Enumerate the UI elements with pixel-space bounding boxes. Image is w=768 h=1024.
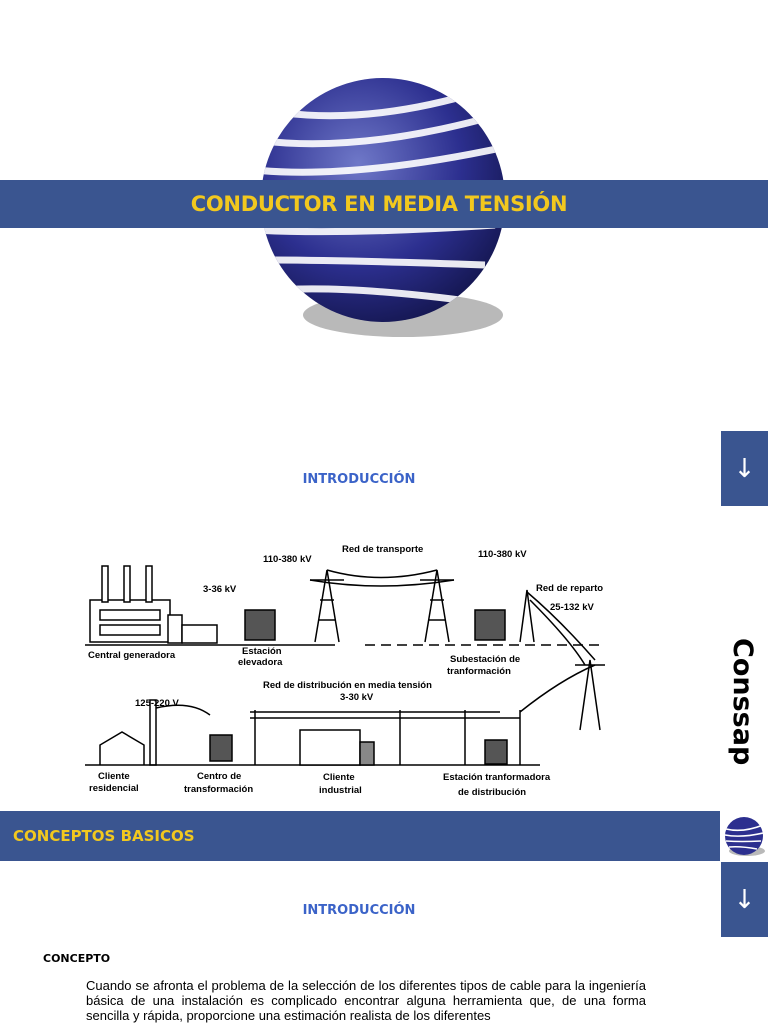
diagram-label: Red de transporte xyxy=(342,544,423,555)
diagram-label: 3-36 kV xyxy=(203,584,237,595)
section-heading-intro: INTRODUCCIÓN xyxy=(302,472,416,487)
diagram-label: Estación xyxy=(242,646,282,657)
body-paragraph: Cuando se afronta el problema de la sele… xyxy=(86,978,646,1023)
sphere-logo-small-icon xyxy=(721,811,768,861)
concept-label: CONCEPTO xyxy=(43,952,111,965)
brand-name: Conssap xyxy=(727,638,758,765)
diagram-label: 110-380 kV xyxy=(263,554,312,565)
concepts-title: CONCEPTOS BASICOS xyxy=(13,827,195,845)
arrow-down-icon: ↓ xyxy=(733,453,756,484)
diagram-label: elevadora xyxy=(238,657,283,668)
diagram-label: de distribución xyxy=(458,787,526,798)
diagram-label: transformación xyxy=(184,784,253,795)
diagram-label: 125-220 V xyxy=(135,698,180,709)
diagram-label: residencial xyxy=(89,783,139,794)
diagram-label: Cliente xyxy=(98,771,130,782)
scroll-down-button[interactable]: ↓ xyxy=(721,431,768,506)
diagram-label: 3-30 kV xyxy=(340,692,374,703)
brand-logo-vertical: Conssap xyxy=(727,638,758,765)
concepts-band: CONCEPTOS BASICOS xyxy=(0,811,720,861)
diagram-label: industrial xyxy=(319,785,362,796)
page-title: CONDUCTOR EN MEDIA TENSIÓN xyxy=(190,192,568,216)
diagram-label: Red de reparto xyxy=(536,583,603,594)
power-distribution-diagram: Red de transporte 110-380 kV 110-380 kV … xyxy=(85,544,605,798)
title-band: CONDUCTOR EN MEDIA TENSIÓN xyxy=(0,180,768,228)
diagram-label: 25-132 kV xyxy=(550,602,595,613)
diagram-label: Estación tranformadora xyxy=(443,772,551,783)
arrow-down-icon: ↓ xyxy=(733,884,756,915)
scroll-down-button-2[interactable]: ↓ xyxy=(721,862,768,937)
diagram-label: Centro de xyxy=(197,771,241,782)
diagram-label: Central generadora xyxy=(88,650,176,661)
diagram-label: 110-380 kV xyxy=(478,549,527,560)
diagram-label: Subestación de xyxy=(450,654,520,665)
diagram-label: Red de distribución en media tensión xyxy=(263,680,432,691)
diagram-label: tranformación xyxy=(447,666,511,677)
section-heading-intro-2: INTRODUCCIÓN xyxy=(302,903,416,918)
diagram-label: Cliente xyxy=(323,772,355,783)
